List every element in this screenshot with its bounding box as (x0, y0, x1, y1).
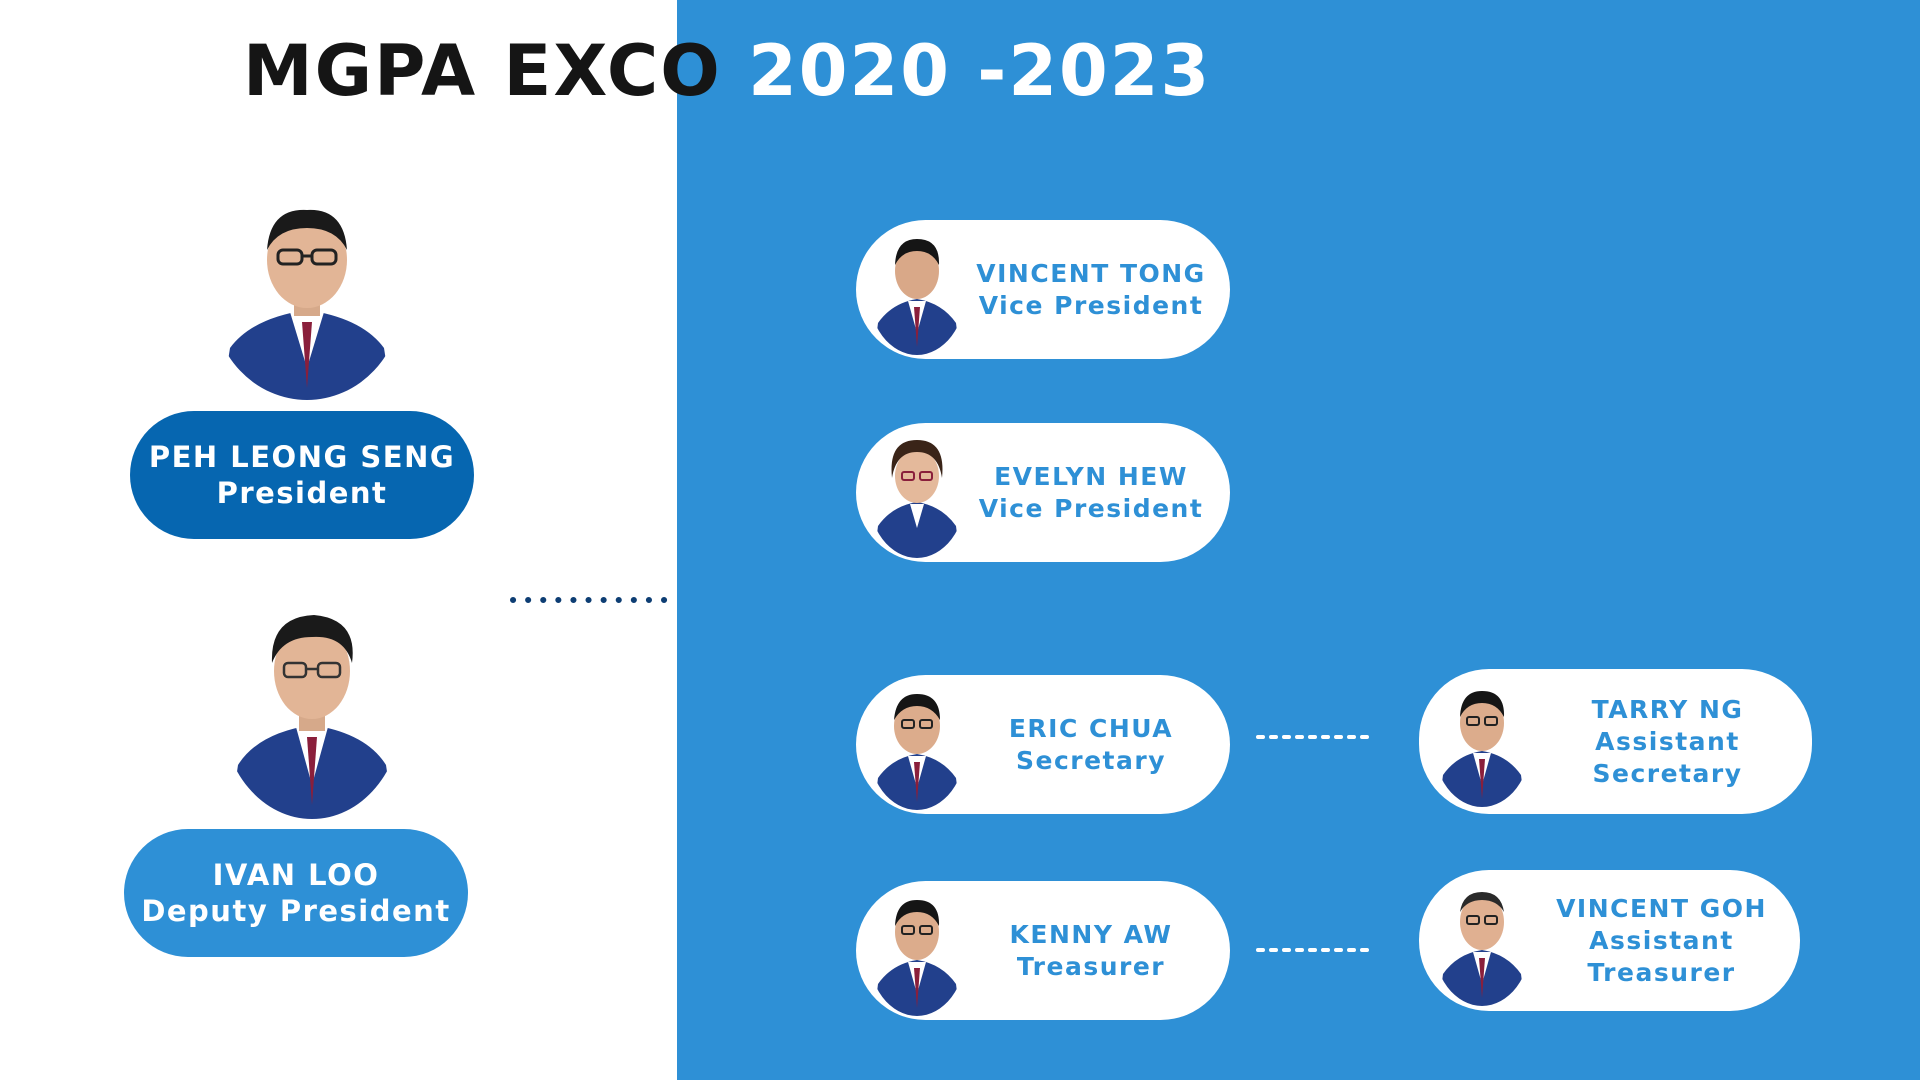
title-part-years: 2020 -2023 (748, 30, 1212, 112)
deputy-president-role: Deputy President (141, 894, 451, 928)
member-role: Treasurer (1016, 951, 1166, 981)
portrait-photo-icon (868, 886, 966, 1016)
member-text: ERIC CHUA Secretary (966, 675, 1216, 814)
member-role: Vice President (978, 493, 1204, 523)
treasurer-connector-dotted-line (1256, 948, 1376, 952)
portrait-photo-icon (1433, 677, 1531, 807)
deputy-president-portrait (222, 605, 402, 819)
page-title: MGPA EXCO 2020 -2023 (243, 26, 1211, 116)
member-name: ERIC CHUA (1008, 713, 1174, 743)
portrait-photo-icon (1433, 876, 1531, 1006)
member-name: EVELYN HEW (994, 461, 1188, 491)
portrait-photo-icon (222, 209, 392, 400)
member-role: Vice President (978, 290, 1204, 320)
member-name: KENNY AW (1009, 919, 1173, 949)
member-role-line2: Secretary (1592, 758, 1743, 788)
member-name: VINCENT TONG (976, 258, 1206, 288)
member-card-tarry-ng: TARRY NG Assistant Secretary (1419, 669, 1812, 814)
member-card-kenny-aw: KENNY AW Treasurer (856, 881, 1230, 1020)
member-card-vincent-tong: VINCENT TONG Vice President (856, 220, 1230, 359)
member-text: VINCENT GOH Assistant Treasurer (1537, 870, 1786, 1011)
portrait-photo-icon (868, 225, 966, 355)
member-card-evelyn-hew: EVELYN HEW Vice President (856, 423, 1230, 562)
member-text: TARRY NG Assistant Secretary (1537, 669, 1798, 814)
portrait-photo-icon (868, 680, 966, 810)
secretary-connector-dotted-line (1256, 735, 1376, 739)
member-card-vincent-goh: VINCENT GOH Assistant Treasurer (1419, 870, 1800, 1011)
member-role-line1: Assistant (1589, 925, 1734, 955)
member-role: Secretary (1015, 745, 1166, 775)
member-role-line1: Assistant (1595, 726, 1740, 756)
connector-dotted-line (510, 597, 680, 603)
title-part-org: MGPA EXCO (243, 30, 722, 112)
member-text: EVELYN HEW Vice President (966, 423, 1216, 562)
member-text: KENNY AW Treasurer (966, 881, 1216, 1020)
president-name: PEH LEONG SENG (148, 440, 456, 474)
portrait-photo-icon (868, 428, 966, 558)
member-text: VINCENT TONG Vice President (966, 220, 1216, 359)
member-name: VINCENT GOH (1556, 893, 1767, 923)
member-role-line2: Treasurer (1587, 957, 1736, 987)
president-role: President (216, 476, 388, 510)
deputy-president-name: IVAN LOO (212, 858, 380, 892)
president-portrait (212, 198, 402, 400)
member-card-eric-chua: ERIC CHUA Secretary (856, 675, 1230, 814)
deputy-president-label-pill: IVAN LOO Deputy President (124, 829, 468, 957)
president-label-pill: PEH LEONG SENG President (130, 411, 474, 539)
member-name: TARRY NG (1591, 694, 1744, 724)
portrait-photo-icon (230, 615, 394, 819)
